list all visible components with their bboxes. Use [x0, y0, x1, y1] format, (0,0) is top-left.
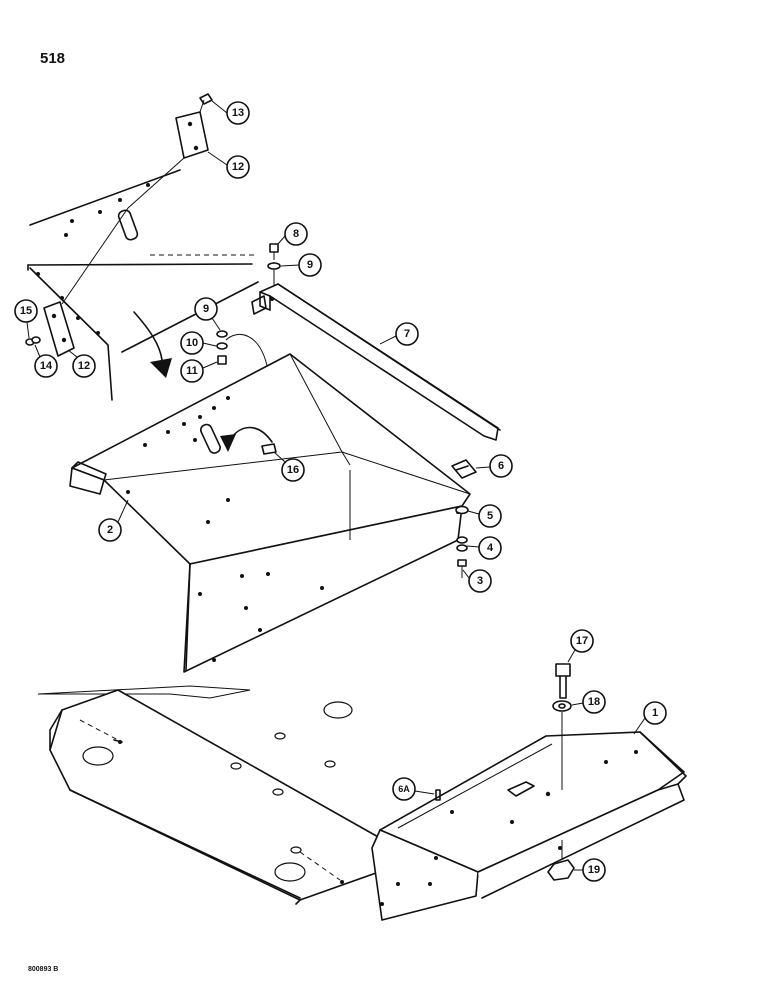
base-plate [37, 685, 391, 905]
page-number: 518 [40, 50, 66, 67]
svg-text:2: 2 [107, 524, 113, 536]
svg-text:18: 18 [588, 696, 600, 708]
callout-17: 17 [567, 629, 594, 663]
svg-text:5: 5 [487, 510, 493, 522]
callout-4: 4 [466, 536, 502, 560]
callout-7: 7 [379, 322, 419, 346]
bracket-lower [25, 207, 129, 357]
svg-text:16: 16 [287, 464, 299, 476]
cover-panel [69, 353, 471, 673]
guard-cover [371, 731, 687, 921]
callout-13: 13 [211, 100, 250, 125]
svg-text:10: 10 [186, 337, 198, 349]
svg-text:6A: 6A [398, 784, 410, 794]
svg-text:1: 1 [652, 707, 658, 719]
callout-1: 1 [633, 701, 667, 735]
callout-11: 11 [180, 359, 218, 383]
callout-9b: 9 [194, 297, 221, 331]
svg-text:13: 13 [232, 107, 244, 119]
callout-3: 3 [462, 569, 492, 593]
callout-10: 10 [180, 331, 217, 355]
svg-text:8: 8 [293, 228, 299, 240]
callout-19: 19 [574, 858, 606, 882]
callout-14: 14 [34, 344, 58, 378]
drawing-code: 800893 B [28, 966, 59, 973]
svg-text:19: 19 [588, 864, 600, 876]
svg-text:14: 14 [40, 360, 53, 372]
hardware-stack-left [216, 330, 270, 374]
side-panel-upper [27, 169, 259, 401]
callouts: 13 12 8 9 7 9 10 11 15 14 12 16 6 5 4 3 … [14, 100, 667, 882]
angle-strip [251, 262, 501, 441]
callout-6A: 6A [392, 777, 435, 801]
callout-15: 15 [14, 299, 38, 339]
hardware-stack-right [451, 459, 477, 578]
svg-text:9: 9 [203, 303, 209, 315]
svg-text:4: 4 [487, 542, 494, 554]
svg-text:12: 12 [78, 360, 90, 372]
svg-text:7: 7 [404, 328, 410, 340]
svg-text:11: 11 [186, 365, 198, 377]
bolt-washer-nut-right [547, 663, 575, 881]
callout-18: 18 [571, 690, 606, 714]
svg-text:6: 6 [498, 460, 504, 472]
callout-12a: 12 [207, 151, 250, 179]
bracket-upper [127, 93, 213, 209]
bolt-washer-upper [267, 243, 281, 270]
assembly-direction-arrow [133, 311, 172, 378]
svg-text:9: 9 [307, 259, 313, 271]
callout-2: 2 [98, 499, 129, 542]
svg-text:12: 12 [232, 161, 244, 173]
svg-text:3: 3 [477, 575, 483, 587]
callout-16: 16 [273, 451, 305, 482]
callout-8: 8 [277, 222, 308, 246]
svg-text:15: 15 [20, 305, 32, 317]
callout-5: 5 [467, 504, 502, 528]
callout-9a: 9 [280, 253, 322, 277]
callout-6: 6 [475, 454, 513, 478]
callout-12b: 12 [67, 349, 96, 378]
svg-text:17: 17 [576, 635, 588, 647]
